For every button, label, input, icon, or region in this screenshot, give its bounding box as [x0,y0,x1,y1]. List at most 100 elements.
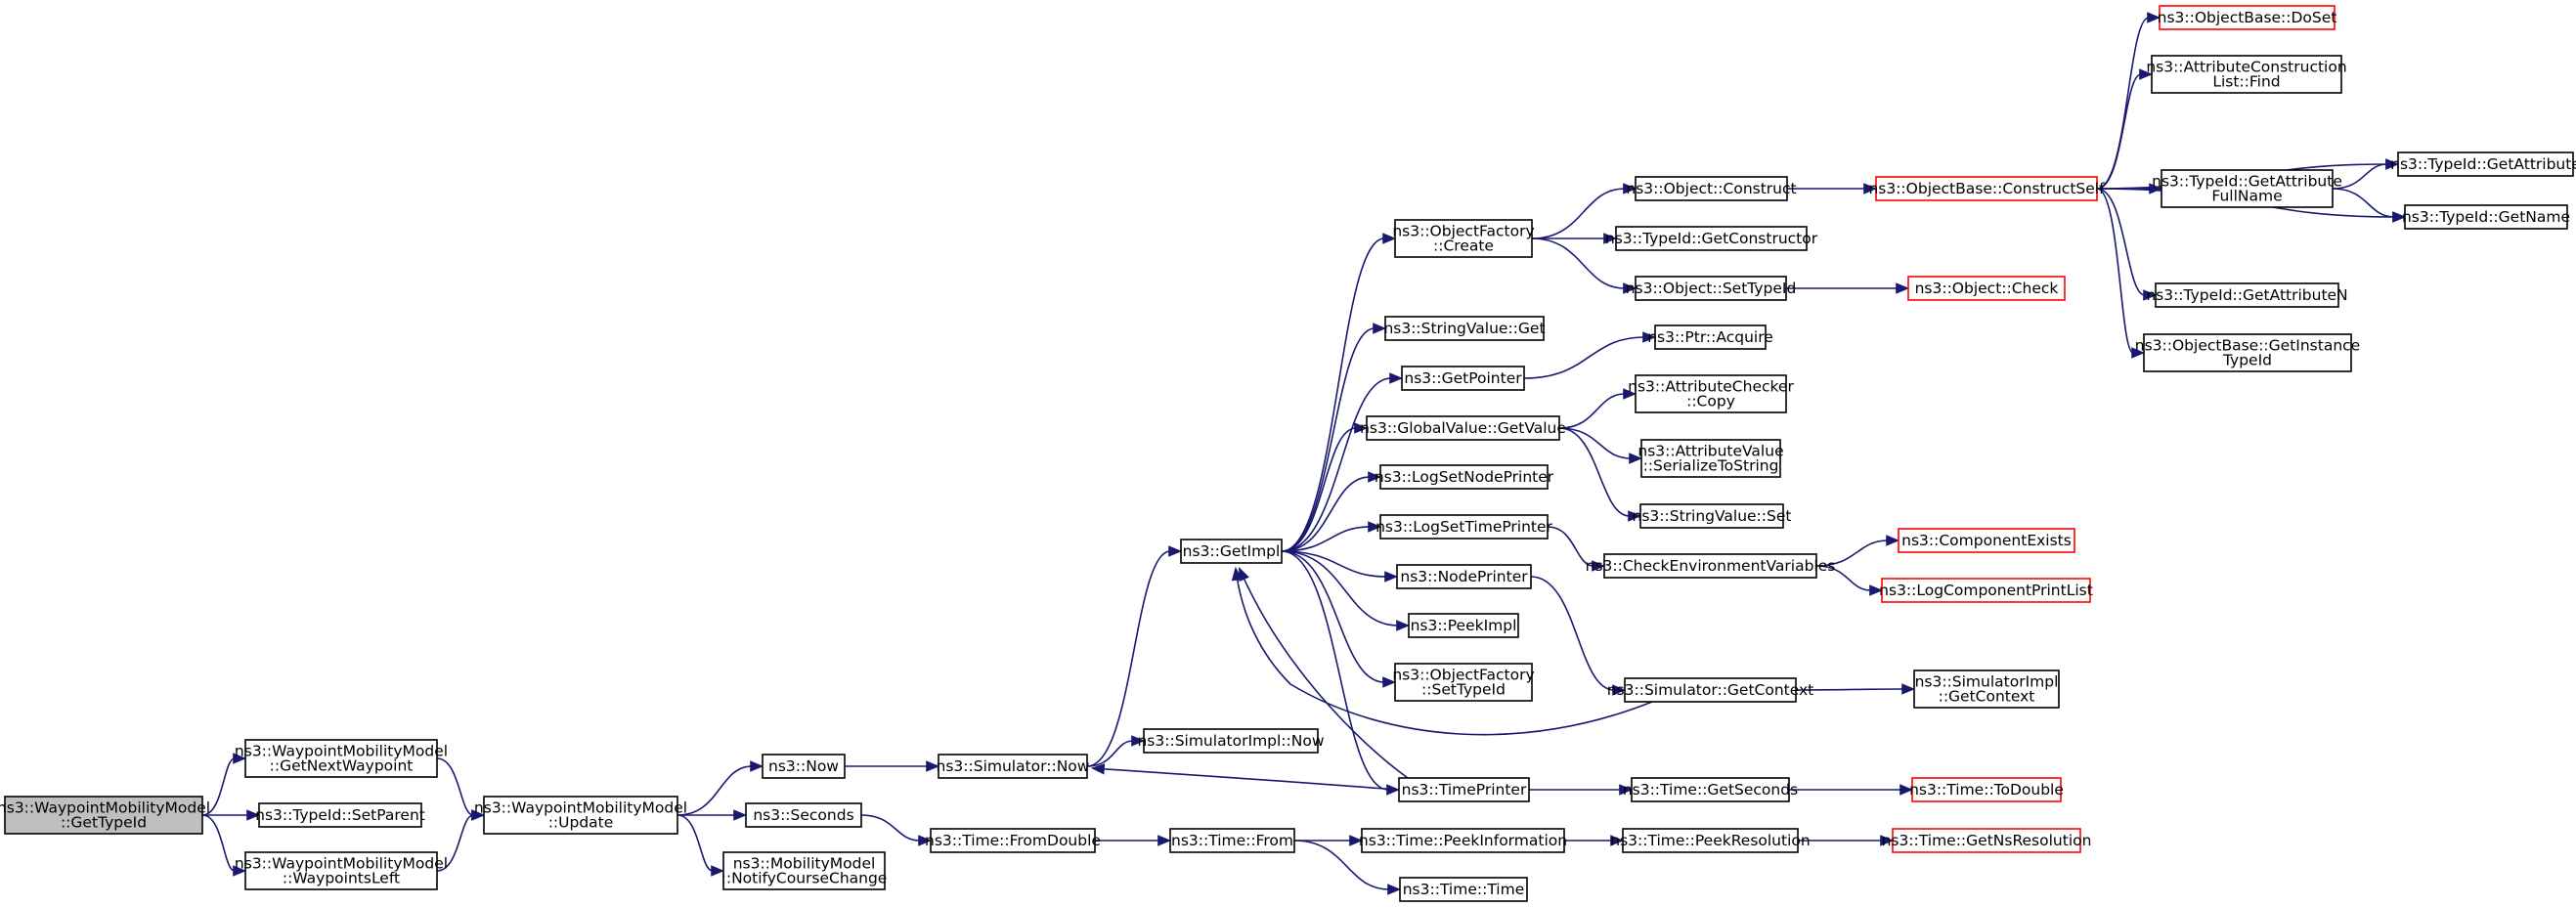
node-attributevalue-serializetostring[interactable]: ns3::AttributeValue::SerializeToString [1637,439,1784,478]
edge-arrowhead [1901,683,1916,695]
edge-waypointmobilitymodel-update-to-now [677,760,764,816]
node-logcomponentprintlist[interactable]: ns3::LogComponentPrintList [1879,578,2093,603]
node-box [1401,366,1525,391]
node-time-getnsresolution[interactable]: ns3::Time::GetNsResolution [1882,828,2092,853]
edge-time-peekresolution-to-time-getnsresolution [1798,835,1895,846]
edge-arrowhead [471,809,486,821]
node-label: ns3::AttributeValue [1637,443,1783,460]
node-ptr-acquire[interactable]: ns3::Ptr::Acquire [1647,324,1773,350]
node-seconds[interactable]: ns3::Seconds [745,802,862,828]
node-box [1408,613,1519,638]
node-timeprinter[interactable]: ns3::TimePrinter [1398,777,1530,802]
node-logsetnodeprinter[interactable]: ns3::LogSetNodePrinter [1375,464,1554,490]
node-box [2151,55,2342,94]
node-box [745,802,862,828]
edge-line [1281,550,1387,578]
node-box [1640,439,1781,478]
edge-logsettimeprinter-to-checkenvironmentvariables [1547,526,1606,572]
node-stringvalue-set[interactable]: ns3::StringValue::Set [1633,503,1792,529]
node-time-time[interactable]: ns3::Time::Time [1399,877,1528,902]
node-objectbase-doset[interactable]: ns3::ObjectBase::DoSet [2158,5,2337,30]
node-box [1631,777,1790,802]
node-stringvalue-get[interactable]: ns3::StringValue::Get [1383,316,1546,341]
node-getpointer[interactable]: ns3::GetPointer [1401,366,1525,391]
node-box [1169,828,1295,853]
node-objectfactory-create[interactable]: ns3::ObjectFactory::Create [1392,219,1535,258]
node-logsettimeprinter[interactable]: ns3::LogSetTimePrinter [1375,514,1553,540]
node-simulatorimpl-getcontext[interactable]: ns3::SimulatorImpl::GetContext [1913,669,2060,709]
nodes: ns3::WaypointMobilityModel::GetTypeIdns3… [0,5,2576,902]
node-typeid-setparent[interactable]: ns3::TypeId::SetParent [255,802,425,828]
node-label: ns3::StringValue::Get [1383,320,1545,337]
node-peekimpl[interactable]: ns3::PeekImpl [1408,613,1519,638]
node-simulator-now[interactable]: ns3::Simulator::Now [937,754,1090,779]
node-label: ns3::WaypointMobilityModel [474,799,687,817]
edge-line [677,814,714,872]
node-simulator-getcontext[interactable]: ns3::Simulator::GetContext [1607,677,1814,703]
edge-arrowhead [1384,571,1399,583]
edge-arrowhead [1396,620,1411,631]
edge-seconds-to-time-fromdouble [860,814,933,846]
node-time-from[interactable]: ns3::Time::From [1169,828,1295,853]
node-label: ns3::GetPointer [1404,369,1522,387]
node-object-check[interactable]: ns3::Object::Check [1907,276,2066,301]
node-label: ns3::Object::SetTypeId [1626,280,1797,297]
node-globalvalue-getvalue[interactable]: ns3::GlobalValue::GetValue [1360,415,1566,441]
node-typeid-getname[interactable]: ns3::TypeId::GetName [2402,204,2570,230]
edge-arrowhead [1623,183,1637,194]
node-label: ns3::LogSetNodePrinter [1375,468,1554,486]
edge-arrowhead [1389,372,1404,384]
node-typeid-getattributen[interactable]: ns3::TypeId::GetAttributeN [2146,282,2348,308]
node-objectbase-constructself[interactable]: ns3::ObjectBase::ConstructSelf [1868,176,2105,201]
node-time-todouble[interactable]: ns3::Time::ToDouble [1909,777,2064,802]
node-box [1394,219,1533,258]
edge-arrowhead [1899,784,1914,796]
node-time-getseconds[interactable]: ns3::Time::GetSeconds [1623,777,1798,802]
node-label: ::Copy [1686,393,1735,410]
edge-line [1239,568,1409,779]
node-label: ::SetTypeId [1421,681,1506,699]
node-box [938,754,1088,779]
node-box [258,802,422,828]
node-waypointmobilitymodel-getnextwaypoint[interactable]: ns3::WaypointMobilityModel::GetNextWaypo… [235,739,448,778]
edge-object-construct-to-objectbase-constructself [1787,183,1878,194]
node-time-peekresolution[interactable]: ns3::Time::PeekResolution [1610,828,1811,853]
edge-objectbase-constructself-to-objectbase-doset [2096,12,2161,190]
node-object-settypeid[interactable]: ns3::Object::SetTypeId [1626,276,1797,301]
node-typeid-getattribute[interactable]: ns3::TypeId::GetAttribute [2390,151,2576,177]
node-getimpl[interactable]: ns3::GetImpl [1180,539,1283,564]
node-label: ns3::Time::From [1171,832,1293,849]
node-waypointmobilitymodel-update[interactable]: ns3::WaypointMobilityModel::Update [474,796,687,835]
edge-line [1547,526,1594,567]
node-typeid-getconstructor[interactable]: ns3::TypeId::GetConstructor [1605,226,1818,251]
edge-arrowhead [1368,471,1382,483]
node-time-fromdouble[interactable]: ns3::Time::FromDouble [925,828,1101,853]
node-now[interactable]: ns3::Now [762,754,846,779]
edge-line [1531,188,1626,239]
edge-getimpl-to-logsetnodeprinter [1281,471,1382,552]
node-nodeprinter[interactable]: ns3::NodePrinter [1396,564,1532,589]
node-attributechecker-copy[interactable]: ns3::AttributeChecker::Copy [1628,374,1794,413]
node-objectfactory-settypeid[interactable]: ns3::ObjectFactory::SetTypeId [1392,663,1535,702]
edge-arrowhead [2392,211,2407,223]
node-box [1635,176,1788,201]
node-componentexists[interactable]: ns3::ComponentExists [1898,528,2075,553]
node-object-construct[interactable]: ns3::Object::Construct [1626,176,1797,201]
node-mobilitymodel-notifycoursechange[interactable]: ns3::MobilityModel::NotifyCourseChange [721,851,888,890]
node-checkenvironmentvariables[interactable]: ns3::CheckEnvironmentVariables [1586,553,1836,579]
node-simulatorimpl-now[interactable]: ns3::SimulatorImpl::Now [1137,728,1325,754]
edge-getimpl-to-globalvalue-getvalue [1281,422,1369,552]
edge-arrowhead [233,865,247,877]
edge-waypointmobilitymodel-update-to-seconds [677,809,748,821]
node-box [1399,877,1528,902]
node-box [1898,528,2075,553]
edge-arrowhead [2147,12,2161,23]
node-waypointmobilitymodel-waypointsleft[interactable]: ns3::WaypointMobilityModel::WaypointsLef… [235,851,448,890]
edge-objectfactory-create-to-typeid-getconstructor [1532,233,1618,244]
edge-getimpl-to-peekimpl [1281,550,1411,631]
node-label: ns3::AttributeConstruction [2146,59,2346,76]
node-time-peekinformation[interactable]: ns3::Time::PeekInformation [1359,828,1567,853]
